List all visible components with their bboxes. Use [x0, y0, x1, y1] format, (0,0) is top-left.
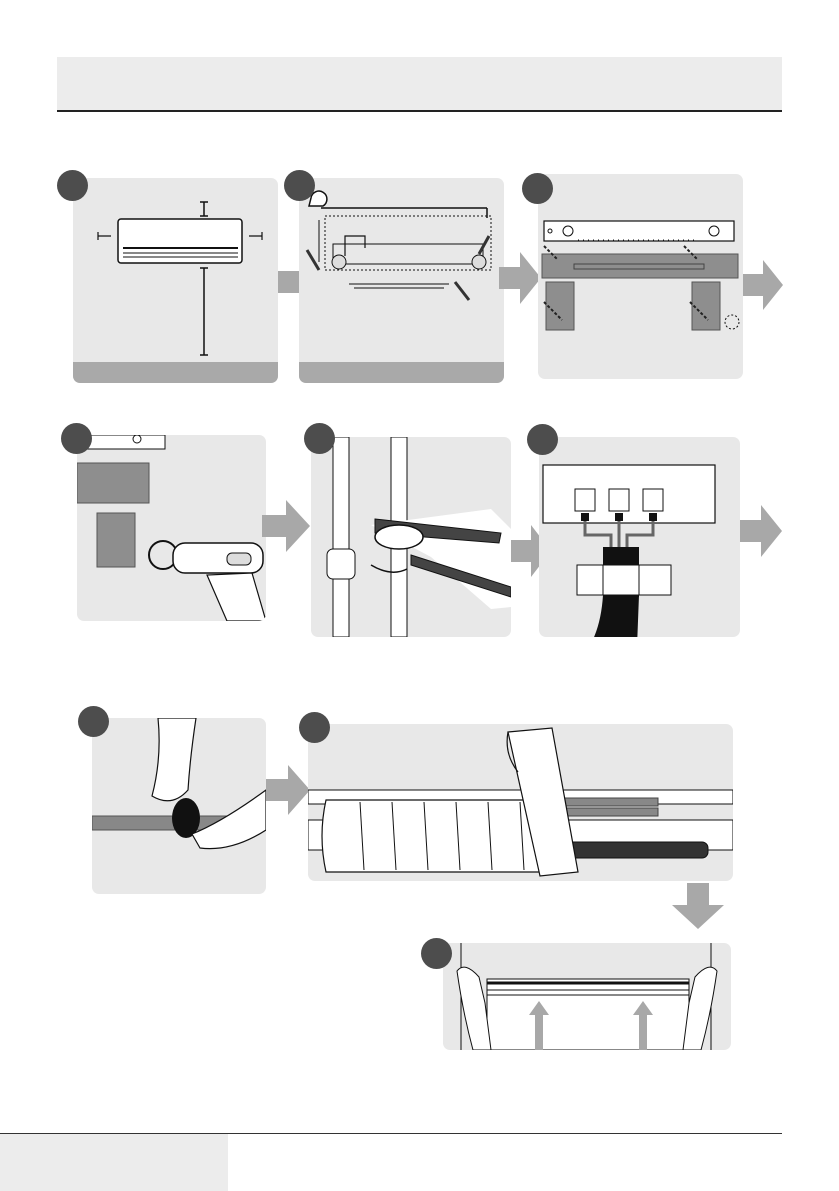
- step-3-panel: [538, 174, 743, 379]
- header-rule: [57, 110, 782, 112]
- step-9-panel: [443, 943, 731, 1050]
- step-2-badge: [284, 170, 315, 201]
- step-9-badge: [421, 938, 452, 969]
- arrow-right-icon: [499, 252, 541, 304]
- step-8-badge: [299, 712, 330, 743]
- drain-hose-taping-illustration: [92, 718, 266, 894]
- step-5-badge: [304, 423, 335, 454]
- mounting-plate-leveling-illustration: [538, 174, 743, 379]
- step-5-panel: [311, 437, 511, 637]
- arrow-right-icon: [262, 500, 310, 552]
- arrow-right-icon: [743, 260, 783, 310]
- step-2-panel: [299, 178, 504, 383]
- arrow-down-icon: [672, 883, 724, 929]
- step-7-panel: [92, 718, 266, 894]
- step-7-badge: [78, 706, 109, 737]
- footer-band: [0, 1134, 228, 1191]
- arrow-right-icon: [740, 505, 782, 557]
- drilling-anchor-illustration: [77, 435, 266, 621]
- wall-marking-illustration: [299, 178, 504, 383]
- step-6-badge: [527, 424, 558, 455]
- step-4-badge: [61, 423, 92, 454]
- unit-hanging-illustration: [443, 943, 731, 1050]
- terminal-block-wiring-illustration: [539, 437, 740, 637]
- pipe-wrench-illustration: [311, 437, 511, 637]
- pipe-wrapping-illustration: [308, 724, 733, 881]
- step-4-panel: [77, 435, 266, 621]
- arrow-right-icon: [266, 765, 310, 815]
- floor-strip: [73, 362, 278, 383]
- header-band: [57, 57, 782, 111]
- step-6-panel: [539, 437, 740, 637]
- step-3-badge: [522, 173, 553, 204]
- step-8-panel: [308, 724, 733, 881]
- step-1-badge: [57, 170, 88, 201]
- step-1-panel: [73, 178, 278, 383]
- floor-strip: [299, 362, 504, 383]
- clearance-measurement-illustration: [73, 178, 278, 383]
